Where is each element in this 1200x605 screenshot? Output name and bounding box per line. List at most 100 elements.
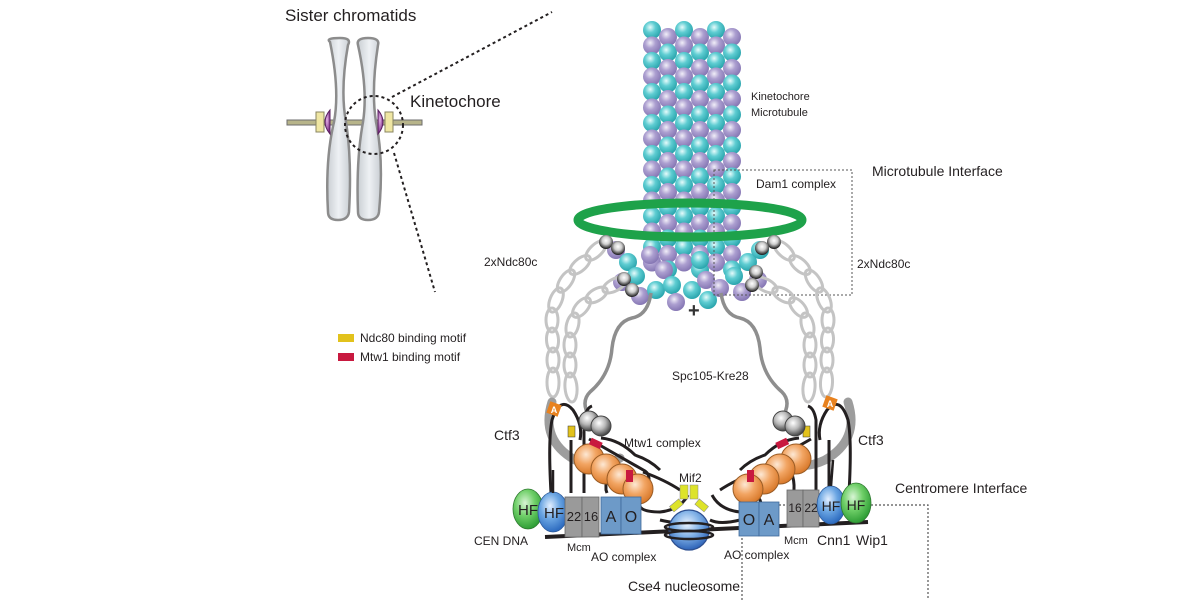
alpha-tubulin-subunit [643,207,661,225]
beta-tubulin-subunit [675,160,693,179]
alpha-tubulin-subunit [675,83,693,101]
cse4-nucleosome-label: Cse4 nucleosome [628,578,741,594]
alpha-tubulin-subunit [707,238,725,256]
hf-green-right [840,482,872,524]
plus-end-marker: + [688,300,700,322]
ao-a-text: A [764,512,775,529]
ndc80-motif-left [567,425,576,438]
alpha-tubulin-subunit [723,167,741,186]
beta-tubulin-subunit [711,279,729,297]
mif2-complex [669,484,709,513]
ndc80-chain-segment [815,286,833,314]
mcm22-text: 22 [567,509,581,524]
alpha-tubulin-subunit [619,253,637,271]
ndc80-complexes [544,235,836,404]
alpha-tubulin-subunit [627,267,645,285]
legend-swatch-ndc80 [338,334,354,342]
dam1-ring [573,198,807,242]
beta-tubulin-subunit [659,152,677,170]
beta-tubulin-subunit [691,59,709,77]
ndc80-head [749,265,763,279]
alpha-tubulin-subunit [691,251,709,269]
alpha-tubulin-subunit [699,291,717,309]
microtubule-interface-label: Microtubule Interface [872,163,1003,179]
ao-o-text: O [743,512,755,529]
beta-tubulin-subunit [675,36,693,55]
alpha-tubulin-subunit [659,105,677,124]
kinetochore-plate-right [384,111,394,133]
zoom-circle [344,95,404,155]
alpha-tubulin-subunit [643,145,661,163]
alpha-tubulin-subunit [675,207,693,225]
alpha-tubulin-subunit [707,176,725,194]
beta-tubulin-subunit [723,59,741,77]
microtubule-label-line1: Kinetochore [751,91,810,103]
alpha-tubulin-subunit [707,21,725,39]
kinetochore-left [324,108,331,136]
ndc80-chain-segment [819,346,835,374]
left-inner-kinetochore: HF HF 22 16 A O [512,488,642,538]
mtw1-motif-left-2 [626,470,633,482]
zoom-line-top [391,11,553,98]
beta-tubulin-subunit [675,129,693,148]
beta-tubulin-subunit [691,214,709,232]
ctf3-right-label: Ctf3 [858,432,884,448]
legend-label-mtw1: Mtw1 binding motif [360,350,461,364]
kinetochore-microtubule [607,21,769,311]
alpha-tubulin-subunit [675,176,693,194]
beta-tubulin-subunit [691,152,709,170]
beta-tubulin-subunit [707,98,725,117]
beta-tubulin-subunit [723,183,741,201]
ctf3-tag-right: A [822,395,838,411]
legend-item-ndc80: Ndc80 binding motif [338,331,466,345]
beta-tubulin-subunit [723,245,741,263]
beta-tubulin-subunit [675,253,693,272]
cen-dna-label: CEN DNA [474,534,529,548]
alpha-tubulin-subunit [643,52,661,70]
ndc80-chain-segment [803,268,825,294]
beta-tubulin-subunit [659,28,677,46]
ndc80-chain-segment [562,351,578,379]
alpha-tubulin-subunit [691,43,709,62]
ndc80-head [625,283,639,297]
beta-tubulin-subunit [691,121,709,139]
alpha-tubulin-subunit [675,21,693,39]
mcm16-text: 16 [788,501,802,515]
ndc80-head [767,235,781,249]
ctf3-tag-left: A [546,401,562,417]
mtw1-complex-label: Mtw1 complex [624,436,701,450]
alpha-tubulin-subunit [659,136,677,155]
mcm-right-label: Mcm [784,535,808,547]
chromatid-left [326,36,352,222]
beta-tubulin-subunit [707,36,725,55]
beta-tubulin-subunit [659,183,677,201]
ndc80-chain-segment [771,285,796,305]
alpha-tubulin-subunit [707,52,725,70]
ndc80-chain-segment [787,296,810,319]
beta-tubulin-subunit [643,129,661,148]
alpha-tubulin-subunit [675,238,693,256]
ctf3-left-label: Ctf3 [494,427,520,443]
beta-tubulin-subunit [667,293,685,311]
dam1-region-box [713,169,853,296]
spc105-right-strand [719,292,789,419]
beta-tubulin-subunit [691,90,709,108]
alpha-tubulin-subunit [691,167,709,186]
mtw1-motif-left-1 [588,437,603,450]
alpha-tubulin-subunit [643,83,661,101]
centromere-interface-label: Centromere Interface [895,480,1028,496]
beta-tubulin-subunit [707,253,725,272]
alpha-tubulin-subunit [659,167,677,186]
alpha-tubulin-subunit [723,74,741,93]
beta-tubulin-subunit [659,245,677,263]
alpha-tubulin-subunit [659,43,677,62]
alpha-tubulin-subunit [663,276,681,294]
alpha-tubulin-subunit [675,145,693,163]
kinetochore-right [377,108,384,136]
beta-tubulin-subunit [723,214,741,232]
cnn1-stem-right [829,459,835,487]
cnn1-label: Cnn1 [817,532,851,548]
hf-text: HF [822,498,841,514]
